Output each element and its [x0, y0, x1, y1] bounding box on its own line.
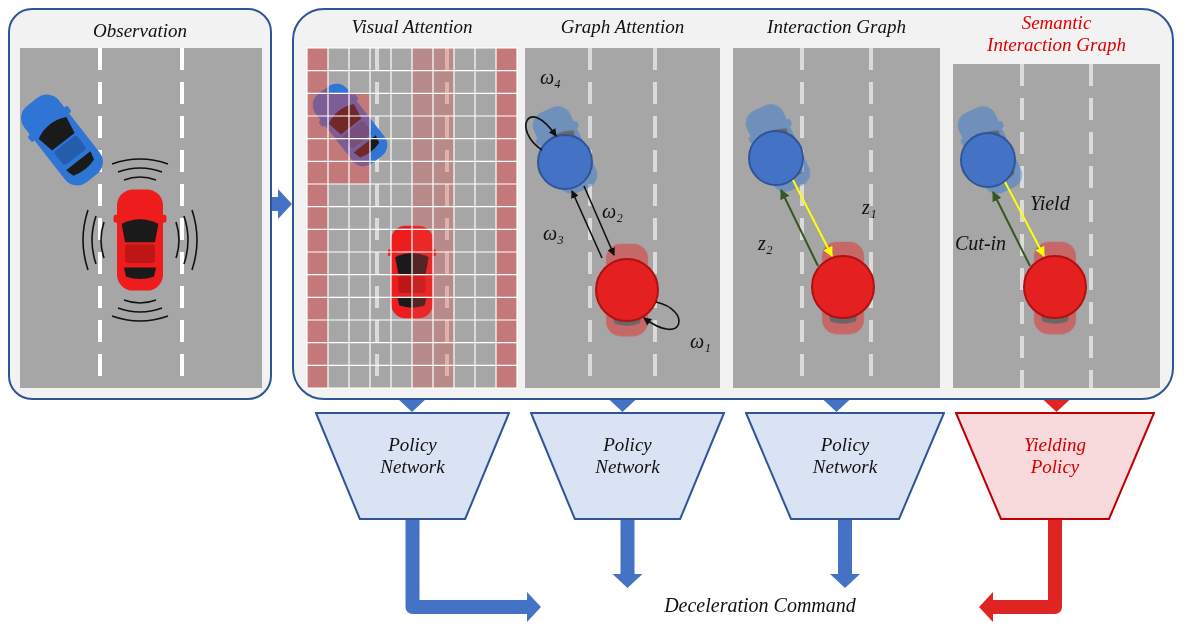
- edge-weight-label: z₁: [862, 196, 877, 218]
- panel-title: Semantic Interaction Graph: [982, 10, 1132, 56]
- policy-label: Policy Network: [578, 412, 678, 478]
- edge-weight-label: ω₂: [602, 200, 623, 222]
- flow-arrow: [413, 520, 542, 622]
- visual-attention-image: [305, 48, 517, 388]
- flow-arrow: [822, 398, 852, 412]
- policy-label: Policy Network: [795, 412, 895, 478]
- edge-weight-label: Yield: [1030, 192, 1070, 214]
- edge-weight-label: z₂: [758, 232, 773, 254]
- road: [12, 48, 262, 388]
- visual-attention-panel: Visual Attention: [307, 10, 517, 398]
- interaction-graph-panel: Interaction Graph: [733, 10, 940, 398]
- panel-fill: [292, 8, 1174, 400]
- flow-arrow: [613, 520, 643, 588]
- edge-weight-label: ω₁: [690, 330, 711, 352]
- flow-arrow: [1042, 398, 1072, 412]
- edge-weight-label: Cut-in: [955, 232, 1006, 254]
- edge-weight-label: ω₄: [540, 66, 561, 88]
- panel-fill: [8, 8, 272, 400]
- flow-arrow: [830, 520, 860, 588]
- flow-arrow: [397, 398, 427, 412]
- flow-arrow: [979, 520, 1055, 622]
- yielding-policy: Yielding Policy: [955, 412, 1155, 520]
- panel-title: Observation: [10, 10, 270, 42]
- policy-network: Policy Network: [745, 412, 945, 520]
- output-label: Deceleration Command: [541, 588, 979, 617]
- panel-title: Visual Attention: [317, 10, 507, 38]
- panel-title: Graph Attention: [528, 10, 718, 38]
- panel-title: Interaction Graph: [742, 10, 932, 38]
- policy-label: Yielding Policy: [1005, 412, 1105, 478]
- graph-attention-image: [525, 48, 720, 388]
- semantic-graph-image: [951, 64, 1160, 388]
- edge-weight-label: ω₃: [543, 222, 564, 244]
- policy-label: Policy Network: [363, 412, 463, 478]
- flow-arrow: [272, 189, 292, 219]
- flow-arrow: [608, 398, 638, 412]
- interaction-graph-image: [733, 48, 940, 388]
- policy-network: Policy Network: [530, 412, 725, 520]
- policy-network: Policy Network: [315, 412, 510, 520]
- observation-panel: Observation: [8, 8, 272, 400]
- output-command: Deceleration Command: [541, 588, 979, 626]
